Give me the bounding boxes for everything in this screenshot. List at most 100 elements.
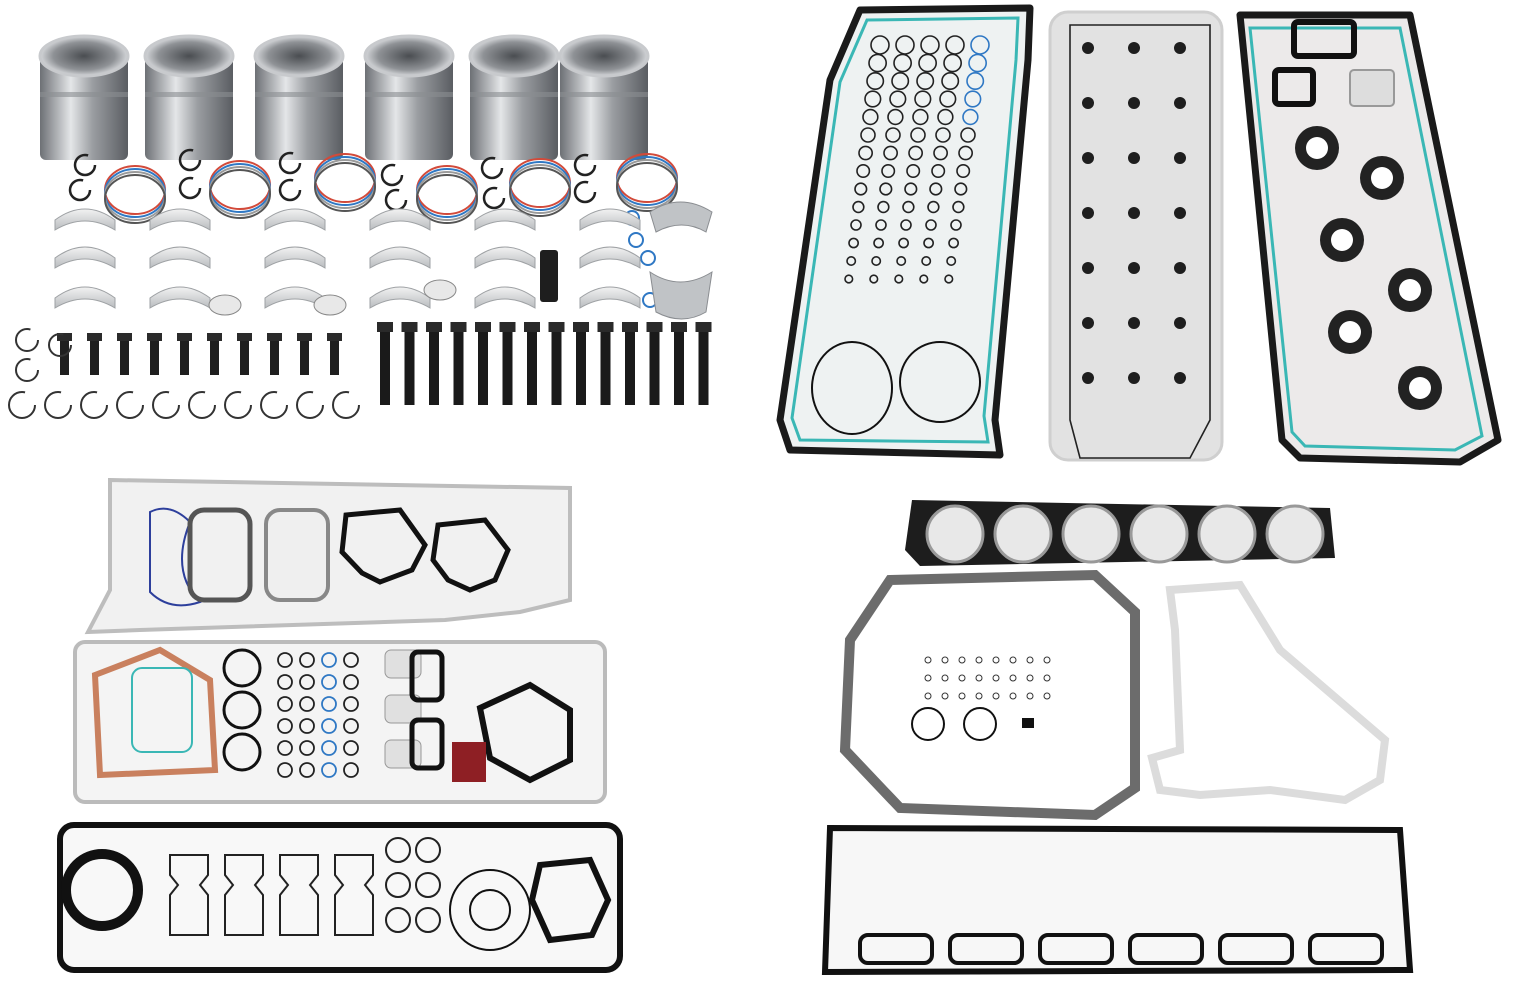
o-ring [911,707,945,741]
piston-ring [616,156,678,206]
bearing-shell [54,286,116,309]
liner-band [470,92,558,97]
head-bolts [57,322,712,405]
snap-ring [384,188,408,212]
cover-gasket [264,508,330,602]
bolt-head [597,322,614,332]
o-ring [962,108,979,126]
o-ring [956,164,971,179]
o-ring [415,872,441,898]
lower-gasket-panel [40,470,640,988]
cylinder-bore-ring [1197,504,1257,564]
bolt-head [573,322,589,332]
dowel-sleeve [540,250,558,302]
retaining-clip [224,391,252,419]
short-bolt [210,335,219,375]
intake-port [858,933,934,965]
short-bolt [120,335,129,375]
bolt-head [622,322,638,332]
cylinder-bore-ring [1265,504,1325,564]
intake-port [1128,933,1204,965]
liner-band [255,92,343,97]
bolt-head [207,333,222,341]
valve-seal [1128,152,1140,164]
cylinder-liner [365,52,453,160]
timing-cover-gasket [1147,580,1390,805]
valve-seal [1082,317,1094,329]
piston-ring [416,168,478,218]
retaining-clip [8,391,36,419]
o-ring [935,127,951,143]
o-ring [852,200,865,214]
liner-bore [38,34,130,78]
small-o-ring [924,656,932,664]
cylinder-liner [470,52,558,160]
bolt-head [695,322,712,332]
o-ring [881,164,896,179]
o-ring [858,145,873,161]
cover-gasket [187,507,253,603]
o-ring [939,90,957,108]
o-ring [343,718,359,734]
o-ring [963,707,997,741]
o-ring [222,732,262,772]
teal-seal [131,667,193,753]
o-ring [343,762,359,778]
flywheel-housing-gasket [839,569,1140,821]
o-ring [848,237,859,249]
large-o-ring [899,341,981,423]
head-bolt [600,325,611,405]
piston-ring [104,168,166,218]
small-gasket [423,279,457,301]
head-bolt [649,325,660,405]
o-ring [846,255,857,266]
oil-pan-gaskets [57,477,623,973]
o-ring [222,648,262,688]
cap-seal [1022,718,1034,728]
piston-ring [509,167,571,217]
bolt-head [147,333,162,341]
intake-port [1218,933,1294,965]
liner-bore [143,34,235,78]
small-o-ring [1009,656,1017,664]
bolt-head [548,322,565,332]
o-ring [864,90,882,108]
o-ring [299,762,315,778]
small-gasket [208,294,242,316]
short-bolt [90,335,99,375]
piston-ring [209,166,271,216]
red-seal [452,742,486,782]
small-o-ring [941,674,949,682]
piston-ring [616,162,678,212]
thrust-bearing [649,270,713,320]
oil-cooler-gasket [476,681,573,784]
liner-band [365,92,453,97]
retaining-clip [116,391,144,419]
o-ring [321,762,337,778]
valve-seal [1082,207,1094,219]
valve-seal [1174,42,1186,54]
valve-seal [1174,207,1186,219]
o-ring [415,837,441,863]
engine-parts-panel [0,0,760,470]
head-gasket-panel [800,490,1526,988]
o-ring [321,718,337,734]
piston-ring [509,164,571,214]
cylinder-liner [40,52,128,160]
snap-ring [380,163,404,187]
o-ring [343,696,359,712]
exhaust-gasket-frame [1236,11,1502,466]
o-ring [415,907,441,933]
head-bolt [576,325,586,405]
o-ring [946,255,957,266]
snap-ring [178,148,202,172]
o-ring [299,718,315,734]
o-ring [385,872,411,898]
black-gasket [409,717,445,771]
bearing-shell [579,208,641,231]
valve-seal [1174,97,1186,109]
head-bolt [674,325,684,405]
piston-ring [314,156,376,206]
o-ring [469,889,511,931]
small-o-ring [924,692,932,700]
